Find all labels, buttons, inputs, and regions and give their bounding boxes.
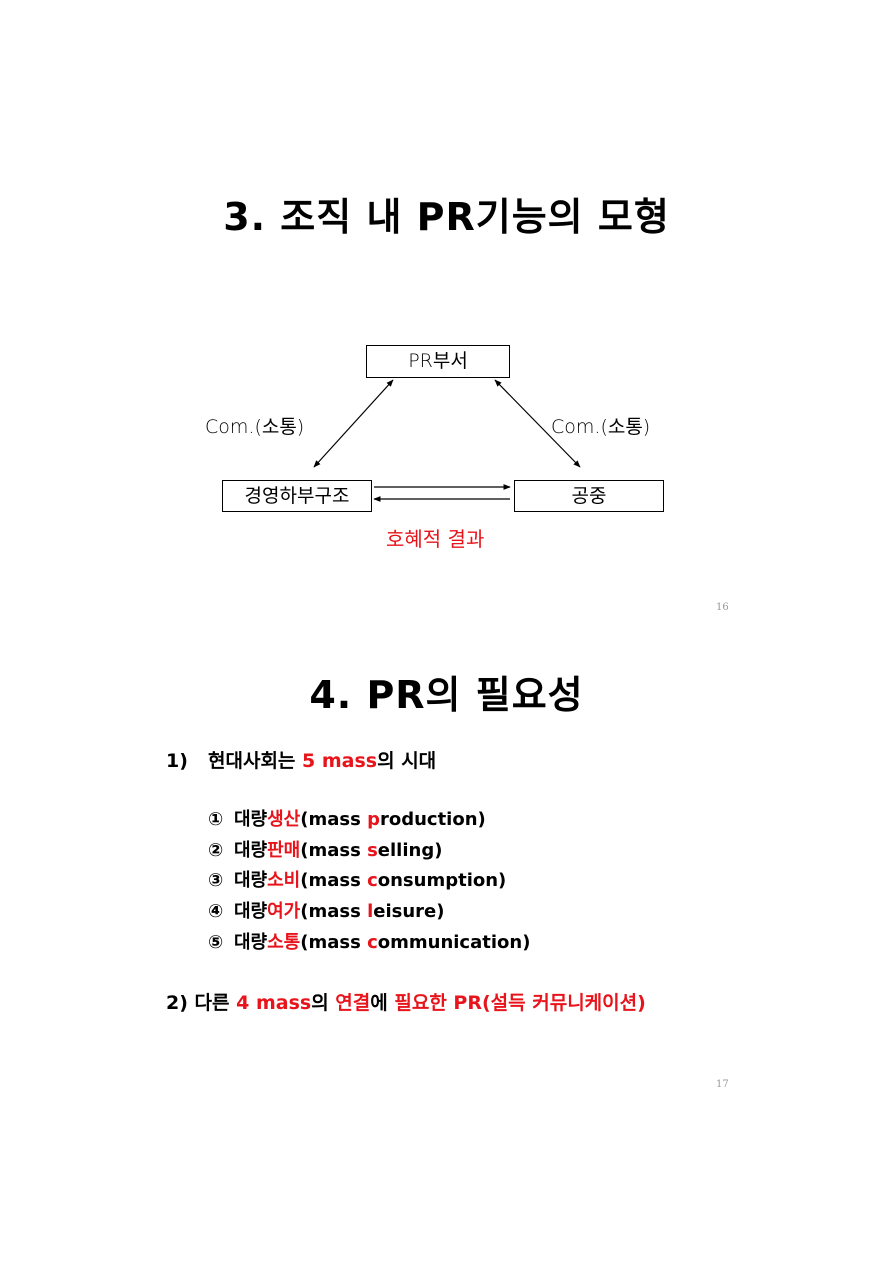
item-english-prefix: (mass [300, 932, 368, 953]
list-marker: ③ [208, 870, 224, 891]
item-highlight: 생산 [267, 809, 301, 830]
section-2-highlight-connection: 연결 [335, 992, 371, 1014]
item-english-prefix: (mass [300, 809, 368, 830]
section-2-number: 2) [166, 992, 188, 1014]
section-1-heading: 1) 현대사회는 5 mass의 시대 [166, 746, 436, 773]
section-2-text: 의 [311, 992, 336, 1014]
page-number-17: 17 [716, 1079, 729, 1090]
item-initial: c [367, 932, 378, 953]
section-1-number: 1) [166, 750, 188, 772]
list-marker: ⑤ [208, 932, 224, 953]
item-english-prefix: (mass [300, 901, 368, 922]
management-substructure-box: 경영하부구조 [222, 480, 372, 512]
item-highlight: 소비 [267, 870, 301, 891]
item-initial: p [367, 809, 380, 830]
list-item: ④ 대량여가(mass leisure) [208, 897, 444, 923]
item-base: 대량 [234, 901, 268, 922]
item-base: 대량 [234, 932, 268, 953]
page-number-16: 16 [716, 602, 729, 613]
item-english-rest: roduction) [379, 809, 486, 830]
left-communication-label: Com.(소통) [205, 416, 305, 438]
item-english-rest: eisure) [373, 901, 445, 922]
slide17-title: 4. PR의 필요성 [309, 673, 584, 717]
right-communication-label: Com.(소통) [551, 416, 651, 438]
section-1-text-after: 의 시대 [377, 750, 437, 772]
item-base: 대량 [234, 870, 268, 891]
item-english-prefix: (mass [300, 870, 368, 891]
slide16-title: 3. 조직 내 PR기능의 모형 [223, 195, 670, 239]
pr-department-box: PR부서 [366, 345, 510, 378]
item-english-rest: onsumption) [377, 870, 507, 891]
arrow-pr-to-public [494, 379, 581, 468]
item-initial: s [367, 840, 378, 861]
item-initial: c [367, 870, 378, 891]
section-2-heading: 2) 다른 4 mass의 연결에 필요한 PR(설득 커뮤니케이션) [166, 988, 646, 1015]
item-initial: l [367, 901, 374, 922]
list-marker: ① [208, 809, 224, 830]
section-1-text-before: 현대사회는 [208, 750, 303, 772]
item-base: 대량 [234, 840, 268, 861]
list-marker: ④ [208, 901, 224, 922]
list-item: ⑤ 대량소통(mass communication) [208, 928, 530, 954]
list-item: ③ 대량소비(mass consumption) [208, 866, 506, 892]
arrow-pr-to-management [313, 379, 394, 468]
list-item: ② 대량판매(mass selling) [208, 836, 442, 862]
section-2-text: 에 [370, 992, 395, 1014]
item-base: 대량 [234, 809, 268, 830]
list-marker: ② [208, 840, 224, 861]
mutual-result-label: 호혜적 결과 [386, 527, 485, 551]
list-item: ① 대량생산(mass production) [208, 805, 486, 831]
item-highlight: 판매 [267, 840, 301, 861]
item-english-rest: elling) [377, 840, 443, 861]
item-english-prefix: (mass [300, 840, 368, 861]
item-english-rest: ommunication) [377, 932, 531, 953]
item-highlight: 소통 [267, 932, 301, 953]
section-2-highlight-pr: 필요한 PR(설득 커뮤니케이션) [394, 992, 646, 1014]
section-2-text: 다른 [194, 992, 237, 1014]
item-highlight: 여가 [267, 901, 301, 922]
section-1-highlight: 5 mass [302, 750, 378, 772]
section-2-highlight-mass: 4 mass [236, 992, 312, 1014]
public-box: 공중 [514, 480, 664, 512]
